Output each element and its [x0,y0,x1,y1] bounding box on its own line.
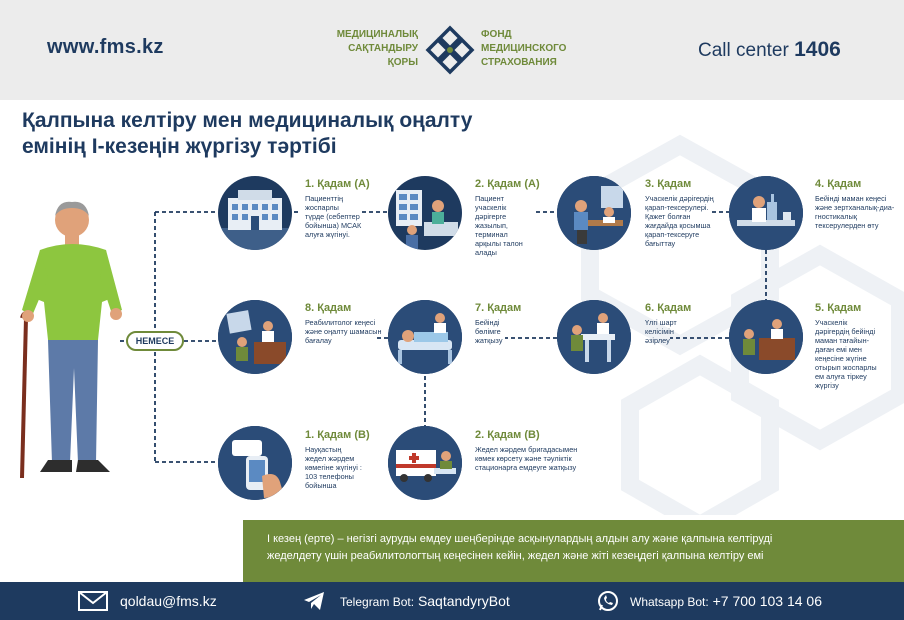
laboratory-icon [729,176,803,250]
step-4-image [729,176,803,250]
step-3-image [557,176,631,250]
phone-call-icon [218,426,292,500]
whatsapp-icon [598,591,618,611]
elderly-person-illustration [20,201,122,479]
rehabilitologist-icon [218,300,292,374]
call-center[interactable]: Call center 1406 [698,38,841,61]
call-center-number: 1406 [794,38,841,61]
step-1b-title: 1. Қадам (В) [305,429,370,441]
step-7-title: 7. Қадам [475,302,522,314]
step-8-title: 8. Қадам [305,302,352,314]
hospital-bed-icon [388,300,462,374]
doctor-consultation-icon [557,176,631,250]
step-8-image [218,300,292,374]
step-7-desc: Бейінді бөлімге жатқызу [475,318,503,345]
step-1b-image [218,426,292,500]
step-1a-desc: Пациенттің жоспарлы түрде (себептер бойы… [305,194,362,239]
registration-icon [729,300,803,374]
header: www.fms.kz МЕДИЦИНАЛЫҚ САҚТАНДЫРУ ҚОРЫ Ф… [0,0,904,100]
step-4-desc: Бейінді маман кеңесі және зертханалық-ди… [815,194,895,230]
step-1a-image [218,176,292,250]
step-2b-image [388,426,462,500]
reception-icon [396,190,458,250]
contract-icon [557,300,631,374]
site-url[interactable]: www.fms.kz [47,36,164,58]
step-5-desc: Учаскелік дәрігердің бейінді маман тағай… [815,318,877,390]
logo-mark-icon [425,25,475,75]
step-1a-title: 1. Қадам (А) [305,178,370,190]
telegram-bot[interactable]: Telegram Bot: SaqtandyryBot [340,593,510,609]
stage-info-banner: І кезең (ерте) – негізгі ауруды емдеу ше… [243,520,904,582]
step-1b-desc: Науқастың жедел жәрдем көмегіне жүгінуі … [305,445,362,490]
telegram-icon [304,592,324,610]
whatsapp-bot[interactable]: Whatsapp Bot: +7 700 103 14 06 [630,593,822,609]
step-7-image [388,300,462,374]
step-2b-title: 2. Қадам (В) [475,429,540,441]
step-2a-desc: Пациент учаскелік дәрігерге жазылып, тер… [475,194,523,257]
step-5-title: 5. Қадам [815,302,862,314]
step-6-image [557,300,631,374]
step-4-title: 4. Қадам [815,178,862,190]
step-2a-title: 2. Қадам (А) [475,178,540,190]
envelope-icon [78,591,108,611]
step-6-desc: Үлгі шарт келісімін әзірлеу [645,318,677,345]
email-link[interactable]: qoldau@fms.kz [120,593,217,609]
hospital-icon [218,190,292,250]
or-badge: НЕМЕСЕ [126,331,184,351]
logo-text-ru: ФОНД МЕДИЦИНСКОГО СТРАХОВАНИЯ [481,29,567,68]
step-6-title: 6. Қадам [645,302,692,314]
step-2a-image [388,176,462,250]
step-3-desc: Учаскелік дәрігердің қарап-тексерулері. … [645,194,714,248]
footer: qoldau@fms.kz Telegram Bot: SaqtandyryBo… [0,582,904,620]
step-5-image [729,300,803,374]
step-3-title: 3. Қадам [645,178,692,190]
logo-text-kz: МЕДИЦИНАЛЫҚ САҚТАНДЫРУ ҚОРЫ [336,29,418,68]
page-title: Қалпына келтіру мен медициналық оңалту е… [22,109,473,158]
step-2b-desc: Жедел жәрдем бригадасымен көмек көрсету … [475,445,578,472]
ambulance-icon [388,426,462,500]
step-8-desc: Реабилитолог кеңесі және оңалту шамасын … [305,318,382,345]
